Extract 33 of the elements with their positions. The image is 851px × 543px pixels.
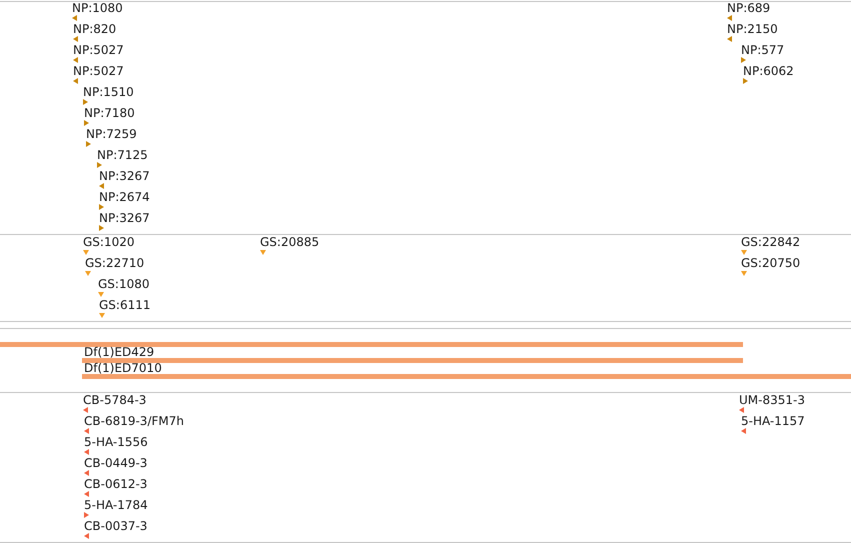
feature-label: NP:6062 <box>743 64 794 78</box>
feature-label: NP:3267 <box>99 211 150 225</box>
feature-label: GS:22842 <box>741 235 800 249</box>
feature-label: NP:689 <box>727 1 770 15</box>
feature-label: GS:6111 <box>99 298 150 312</box>
feature-label: UM-8351-3 <box>739 393 805 407</box>
feature-label: NP:7180 <box>84 106 135 120</box>
feature-label: CB-0449-3 <box>84 456 148 470</box>
feature-label: GS:1080 <box>98 277 150 291</box>
feature-label: 5-HA-1784 <box>84 498 148 512</box>
feature-label: GS:22710 <box>85 256 144 270</box>
feature-label: CB-0612-3 <box>84 477 148 491</box>
feature-label: NP:2674 <box>99 190 150 204</box>
feature-label: NP:577 <box>741 43 784 57</box>
feature-label: NP:7125 <box>97 148 148 162</box>
feature-label: GS:1020 <box>83 235 134 249</box>
feature-label: CB-0037-3 <box>84 519 148 533</box>
feature-label: NP:5027 <box>73 64 124 78</box>
feature-label: GS:20885 <box>260 235 320 249</box>
feature-label: CB-6819-3/FM7h <box>84 414 184 428</box>
feature-label: NP:820 <box>73 22 116 36</box>
feature-label: 5-HA-1157 <box>741 414 805 428</box>
feature-label: NP:1510 <box>83 85 134 99</box>
feature-label: GS:20750 <box>741 256 800 270</box>
feature-label: NP:3267 <box>99 169 150 183</box>
feature-label: CB-5784-3 <box>83 393 146 407</box>
feature-label: Df(1)ED429 <box>84 345 154 359</box>
feature-label: Df(1)ED7010 <box>84 361 162 375</box>
feature-label: NP:5027 <box>73 43 124 57</box>
feature-label: NP:1080 <box>72 1 123 15</box>
feature-label: 5-HA-1556 <box>84 435 148 449</box>
feature-label: NP:2150 <box>727 22 778 36</box>
feature-label: NP:7259 <box>86 127 137 141</box>
